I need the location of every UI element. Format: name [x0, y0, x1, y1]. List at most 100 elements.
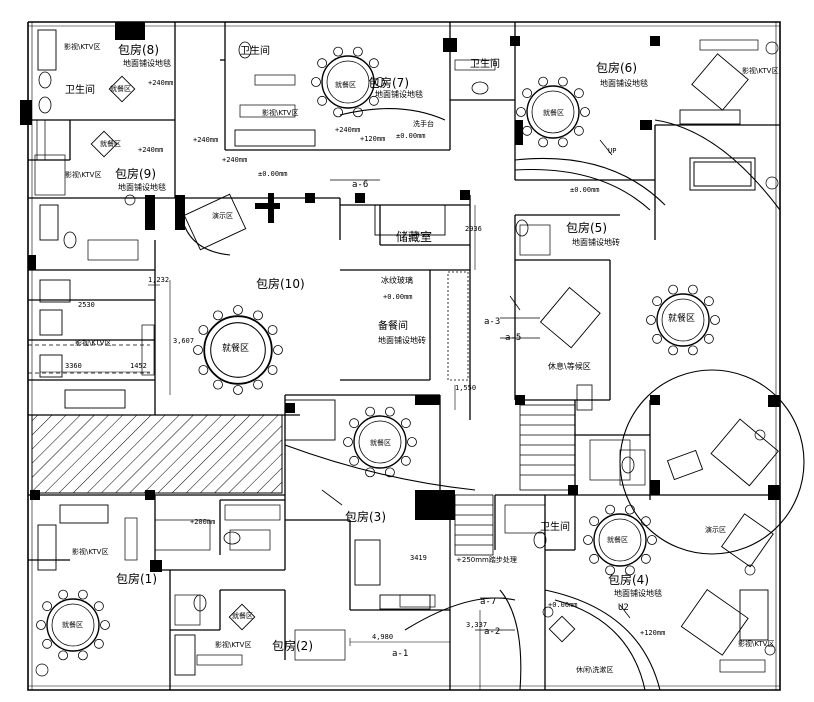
mark-a6: a-6 [352, 180, 369, 190]
glass-note: 冰纹玻璃 [381, 276, 413, 285]
long-table [689, 157, 756, 191]
chair [100, 620, 110, 630]
tv-zone-8: 影视\KTV区 [64, 43, 101, 51]
dim-3360: 3360 [65, 362, 82, 370]
dining-zone-7: 就餐区 [335, 81, 356, 89]
wash-basin-note: 洗手台 [413, 120, 434, 128]
chair [198, 325, 209, 335]
dim-4980: 4,980 [372, 633, 394, 641]
tv-zone-2: 影视\KTV区 [215, 641, 252, 649]
structural-columns [20, 22, 780, 572]
chair [580, 107, 590, 117]
dim-2530: 2530 [78, 301, 95, 309]
chair [349, 455, 360, 466]
floor-note-5: 地面铺设地砖 [572, 238, 620, 247]
chair [365, 406, 376, 417]
chair [333, 107, 344, 118]
dim-3337: 3,337 [466, 621, 488, 629]
stage-zone-10: 演示区 [212, 212, 233, 220]
room-label-1: 包房(1) [116, 572, 157, 586]
wash-label: 休闲\洗漱区 [576, 666, 614, 674]
chair [522, 125, 532, 136]
level-r8: +240mm [148, 79, 174, 87]
chair [605, 565, 615, 576]
dining-zone-9: 就餐区 [100, 140, 121, 148]
chair [589, 553, 599, 564]
toilet-label-7: 卫生间 [240, 46, 270, 57]
chair [538, 137, 548, 148]
chair [213, 310, 223, 321]
chair [267, 365, 278, 375]
chair [58, 589, 68, 600]
dim-2936: 2936 [465, 225, 482, 233]
mark-a5: a-5 [505, 333, 522, 343]
chair [558, 137, 568, 148]
chair [36, 620, 46, 630]
floor-note-8: 地面铺设地毯 [123, 59, 171, 68]
dining-zone-1: 就餐区 [62, 621, 83, 629]
plants [35, 41, 779, 677]
dining-zone-3: 就餐区 [370, 439, 391, 447]
floor-note-6: 地面铺设地毯 [600, 79, 648, 88]
chair [317, 95, 328, 106]
floor-note-pantry: 地面铺设地砖 [378, 336, 426, 345]
tv-zone-1: 影视\KTV区 [72, 548, 109, 556]
chair [213, 379, 223, 390]
level-r7: +240mm [335, 126, 361, 134]
level-r6: ±0.00mm [570, 186, 600, 194]
tv-zone-6: 影视\KTV区 [742, 67, 779, 75]
rest-label: 休息\等候区 [548, 362, 591, 371]
dining-zone-2: 就餐区 [232, 612, 253, 620]
room-label-6: 包房(6) [596, 61, 637, 75]
chair [352, 46, 363, 57]
dimension-lines [40, 205, 481, 690]
staircase [454, 384, 593, 556]
chair [78, 650, 88, 661]
chair [407, 437, 417, 447]
room-label-4: 包房(4) [608, 573, 649, 587]
dining-zone-6: 就餐区 [543, 109, 564, 117]
hatched-zone [31, 414, 283, 494]
chair [704, 296, 714, 307]
dining-zone-8: 就餐区 [110, 85, 131, 93]
chair [253, 310, 263, 321]
chair [349, 418, 360, 429]
chair [273, 345, 283, 355]
chair [688, 345, 698, 356]
chair [58, 650, 68, 661]
chair [352, 107, 363, 118]
room-label-3: 包房(3) [345, 510, 386, 524]
tv-zone-10: 影视\KTV区 [75, 339, 112, 347]
chair [400, 455, 411, 466]
chair [574, 125, 584, 136]
dining-zone-right: 就餐区 [668, 314, 696, 324]
mark-a1: a-1 [392, 649, 409, 659]
chair [652, 296, 662, 307]
curved-walls [179, 108, 805, 691]
chair [94, 638, 104, 649]
dining-zone-10: 就餐区 [222, 344, 250, 354]
chair [647, 535, 657, 545]
level-r7c: +120mm [360, 135, 386, 143]
dim-3607: 3,607 [173, 337, 195, 345]
storage-label: 储藏室 [396, 230, 433, 244]
chair [583, 535, 593, 545]
outer-walls [27, 21, 781, 691]
cabinets [34, 39, 766, 673]
level-r1: +200mm [190, 518, 216, 526]
room-label-5: 包房(5) [566, 221, 607, 235]
chair [368, 58, 379, 69]
chair [42, 601, 52, 612]
chair [233, 305, 243, 315]
dining-chairs [36, 46, 720, 661]
level-corridor: +240mm [193, 136, 219, 144]
level-pantry: +0.00mm [383, 293, 413, 301]
toilet-label-6: 卫生间 [470, 59, 500, 70]
tv-zone-7: 影视\KTV区 [262, 109, 299, 117]
tv-zone-9: 影视\KTV区 [65, 171, 102, 179]
glass-partition [447, 271, 469, 381]
chair [605, 504, 615, 515]
chair [343, 437, 353, 447]
mark-a7: a-7 [480, 597, 497, 607]
room-label-10: 包房(10) [256, 277, 305, 291]
